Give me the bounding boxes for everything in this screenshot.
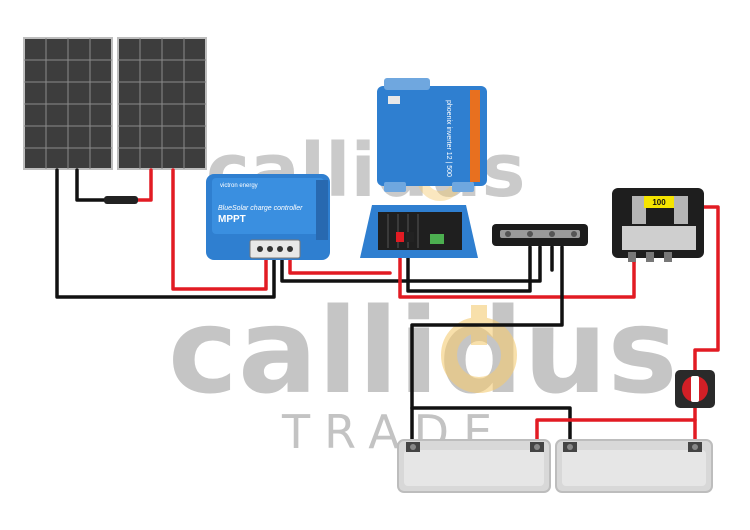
fuse-holder: 100: [612, 188, 704, 262]
inverter-front-view: [360, 205, 478, 258]
wire-inverter-negative: [406, 238, 532, 293]
negative-busbar: [492, 224, 588, 246]
wire-battery-link-positive: [535, 418, 697, 445]
mc4-connector: [104, 196, 138, 204]
solar-panel-left: [23, 37, 113, 170]
wire-inverter-positive: [398, 238, 636, 299]
mppt-charge-controller: victron energy BlueSolar charge controll…: [206, 174, 330, 260]
mppt-model: BlueSolar charge controller: [218, 205, 303, 212]
battery-left: [397, 439, 551, 493]
wire-panel-series-positive: [136, 168, 153, 202]
mppt-type: MPPT: [218, 214, 246, 225]
wiring: [55, 168, 720, 445]
wire-pv-positive: [171, 168, 268, 291]
inverter-model: phoenix inverter 12 | 500: [445, 100, 452, 177]
battery-switch: [675, 370, 715, 408]
inverter-negative-terminal: [406, 232, 414, 242]
solar-panel-right: [117, 37, 207, 170]
wire-panel-series-negative: [75, 168, 106, 202]
fuse-label: [644, 196, 674, 208]
wire-mppt-battery-negative: [280, 245, 542, 283]
mppt-terminal-block: [249, 239, 301, 259]
mppt-brand: victron energy: [220, 183, 258, 189]
battery-right: [555, 439, 713, 493]
wire-busbar-battery-negative: [410, 245, 564, 445]
wire-mppt-battery-positive: [288, 256, 392, 275]
inverter-top-view: phoenix inverter 12 | 500: [377, 78, 487, 192]
inverter-positive-terminal: [396, 232, 404, 242]
watermark-main: callidus: [168, 282, 678, 420]
wire-battery-link-negative: [410, 406, 572, 445]
wire-fuse-to-switch: [693, 205, 720, 374]
wire-pv-negative: [55, 168, 276, 299]
fuse-rating: 100: [652, 198, 666, 207]
